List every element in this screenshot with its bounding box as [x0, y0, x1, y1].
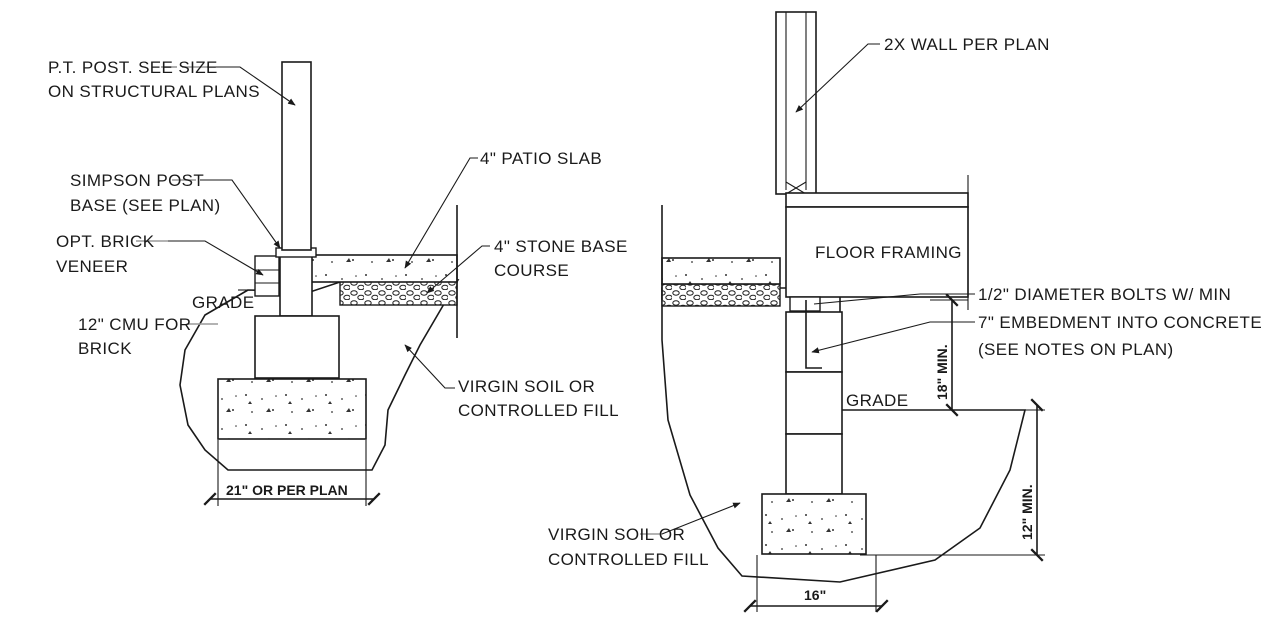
right-anchor-bolt	[805, 300, 822, 369]
label-stone-line-2: COURSE	[494, 261, 569, 280]
left-footing	[217, 378, 367, 440]
left-brick-veneer	[254, 255, 280, 297]
label-cmu-line-1: 12" CMU FOR	[78, 315, 191, 334]
left-detail: P.T. POST. SEE SIZE ON STRUCTURAL PLANS …	[48, 58, 628, 506]
right-detail: 2X WALL PER PLAN FLOOR FRAMING 1/2" DIAM…	[548, 11, 1262, 613]
label-soil-left-line-2: CONTROLLED FILL	[458, 401, 619, 420]
dim-right-width: 16"	[804, 587, 826, 603]
right-slab	[661, 257, 781, 285]
right-floor-framing	[785, 192, 969, 208]
left-post	[281, 61, 312, 251]
right-sill-plate	[789, 296, 821, 312]
label-stone-line-1: 4" STONE BASE	[494, 237, 628, 256]
right-stone-base	[661, 283, 781, 307]
right-cmu-2	[785, 371, 843, 435]
label-soil-right-line-2: CONTROLLED FILL	[548, 550, 709, 569]
left-cmu-block	[254, 315, 340, 379]
label-wall: 2X WALL PER PLAN	[884, 35, 1050, 54]
label-grade-right: GRADE	[846, 391, 908, 410]
label-patio-slab: 4" PATIO SLAB	[480, 149, 602, 168]
label-simpson-line-1: SIMPSON POST	[70, 171, 204, 190]
label-brick-line-2: VENEER	[56, 257, 128, 276]
left-patio-slab	[309, 254, 458, 283]
left-cmu-upper	[279, 255, 313, 317]
dim-left-width: 21" OR PER PLAN	[226, 482, 348, 498]
label-soil-right-line-1: VIRGIN SOIL OR	[548, 525, 685, 544]
label-cmu-line-2: BRICK	[78, 339, 132, 358]
right-footing	[761, 493, 867, 555]
label-bolts-line-1: 1/2" DIAMETER BOLTS W/ MIN	[978, 285, 1231, 304]
right-soil-hatch	[661, 287, 1027, 583]
left-stone-base	[339, 280, 458, 306]
right-floor-joist	[785, 206, 969, 298]
label-brick-line-1: OPT. BRICK	[56, 232, 155, 251]
label-grade-left: GRADE	[192, 293, 254, 312]
dim-18-min: 18" MIN.	[934, 344, 950, 400]
label-post-line-1: P.T. POST. SEE SIZE	[48, 58, 218, 77]
label-simpson-line-2: BASE (SEE PLAN)	[70, 196, 221, 215]
right-wall	[775, 11, 817, 195]
dim-12-min: 12" MIN.	[1019, 484, 1035, 540]
label-soil-left-line-1: VIRGIN SOIL OR	[458, 377, 595, 396]
right-cmu-3	[785, 433, 843, 495]
label-bolts-line-3: (SEE NOTES ON PLAN)	[978, 340, 1174, 359]
label-bolts-line-2: 7" EMBEDMENT INTO CONCRETE	[978, 313, 1262, 332]
label-floor-framing: FLOOR FRAMING	[815, 243, 962, 262]
label-post-line-2: ON STRUCTURAL PLANS	[48, 82, 260, 101]
right-cmu-1	[785, 311, 843, 373]
